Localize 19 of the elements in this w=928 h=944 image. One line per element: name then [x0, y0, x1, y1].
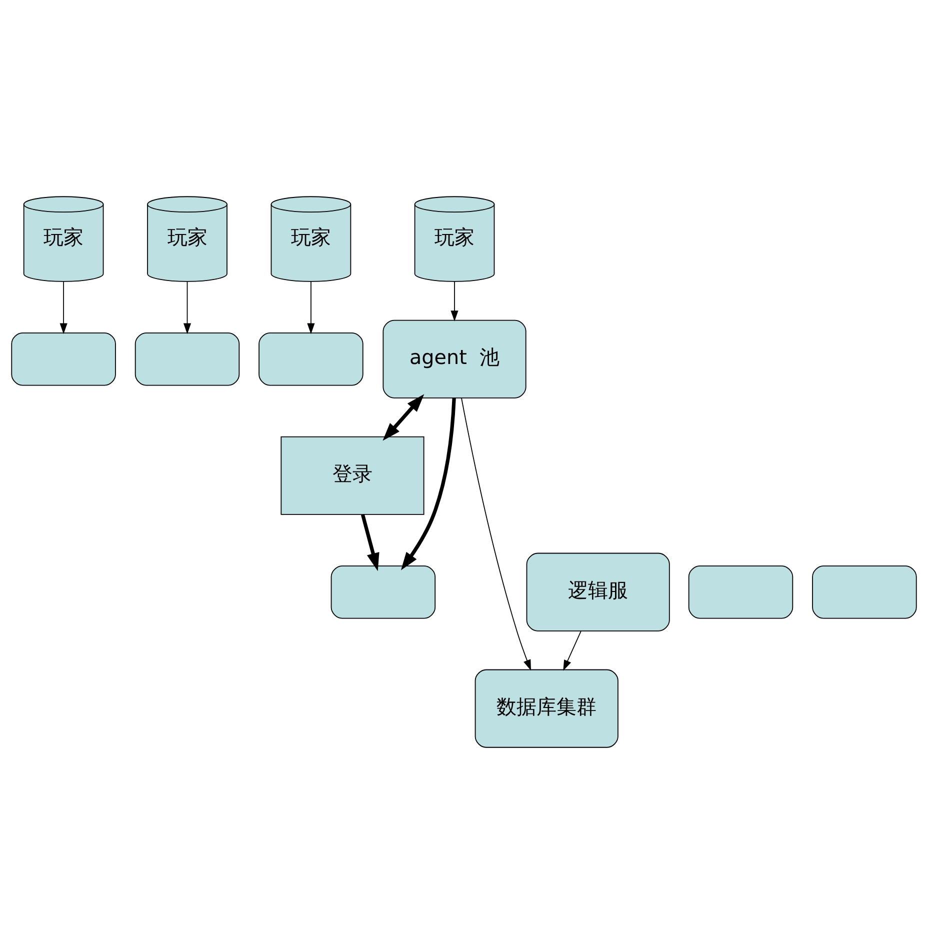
- arrow: [360, 514, 380, 572]
- arrow: [307, 281, 315, 334]
- node-box: [11, 332, 116, 386]
- node-box: [688, 565, 794, 619]
- arrow: [461, 398, 531, 671]
- node-box: 数据库集群: [474, 669, 618, 748]
- node-box: [258, 332, 364, 386]
- node-box: agent 池: [382, 320, 526, 398]
- node-box: [330, 565, 436, 619]
- arrow: [450, 281, 458, 322]
- arrow: [563, 630, 582, 671]
- arrow: [382, 394, 424, 441]
- node-box: 逻辑服: [526, 552, 670, 632]
- node-box: [812, 565, 917, 619]
- node-box: [134, 332, 240, 386]
- arrow: [183, 281, 192, 334]
- node-box: 登录: [280, 436, 424, 515]
- arrow: [400, 398, 456, 570]
- arrow: [60, 281, 68, 334]
